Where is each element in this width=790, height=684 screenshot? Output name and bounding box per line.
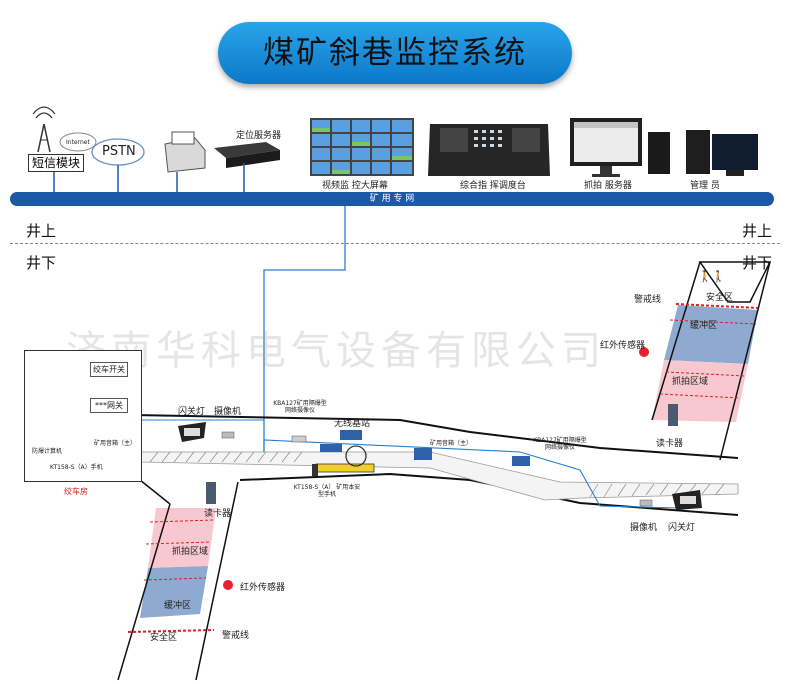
tower-pc-icon — [648, 132, 670, 174]
infrared-sensor-icon — [639, 347, 649, 357]
lower-card-reader-label: 读卡器 — [204, 509, 232, 519]
wireless-base-icon — [340, 430, 362, 440]
network-camera-right-label: KBA127矿用隔爆型 网络摄像仪 — [533, 437, 587, 451]
network-camera-icon — [291, 435, 307, 443]
positioning-server-label: 定位服务器 — [236, 131, 282, 141]
speaker-mid-label: 矿用音箱（主） — [430, 440, 473, 447]
level-above-left: 井上 — [26, 222, 57, 240]
dispatch-console-icon — [428, 124, 550, 176]
upper-buffer-zone-label: 缓冲区 — [690, 321, 718, 331]
admin-computer-icon — [686, 130, 758, 176]
phone-device-icon — [320, 444, 342, 452]
level-below-left: 井下 — [26, 254, 57, 272]
bus-label: 矿 用 专 网 — [369, 194, 415, 204]
winch-room-name: 绞车房 — [64, 487, 88, 496]
flash-light-icon — [672, 490, 702, 510]
network-camera-icon — [512, 456, 530, 466]
upper-safe-zone-label: 安全区 — [706, 293, 734, 303]
printer-icon — [164, 131, 206, 192]
page-title: 煤矿斜巷监控系统 — [263, 35, 527, 71]
svg-text:🚶🚶: 🚶🚶 — [698, 270, 725, 283]
lower-infrared-label: 红外传感器 — [240, 583, 286, 593]
card-reader-icon — [668, 404, 678, 426]
capture-server-label: 抓拍 服务器 — [584, 181, 632, 191]
internet-cloud-icon — [59, 132, 97, 152]
level-above-right: 井上 — [742, 222, 773, 240]
flash-light-left-label: 闪关灯 — [178, 407, 206, 417]
video-wall-icon — [310, 118, 414, 176]
video-wall-label: 视频监 控大屏幕 — [322, 181, 388, 191]
camera-right-label: 摄像机 — [630, 523, 658, 533]
ground-divider — [10, 243, 780, 244]
lower-warning-line-label: 警戒线 — [222, 631, 250, 641]
upper-slope — [651, 261, 772, 461]
speaker-main-label: 矿用音箱（主） — [94, 440, 137, 447]
gateway-box: ***网关 — [90, 398, 128, 413]
explosion-proof-pc-label: 防爆计算机 — [32, 448, 63, 455]
watermark: 济南华科电气设备有限公司 — [66, 328, 606, 374]
lower-safe-zone-label: 安全区 — [150, 633, 178, 643]
monitor-icon — [570, 118, 642, 177]
lower-buffer-zone-label: 缓冲区 — [164, 601, 192, 611]
upper-infrared-label: 红外传感器 — [600, 341, 646, 351]
flash-light-icon — [178, 422, 206, 442]
dispatch-console-label: 综合指 挥调度台 — [460, 181, 526, 191]
speaker-icon — [414, 448, 432, 460]
level-below-right: 井下 — [742, 254, 773, 272]
upper-capture-zone-label: 抓拍区域 — [672, 377, 709, 387]
lower-capture-zone-label: 抓拍区域 — [172, 547, 209, 557]
title-banner: 煤矿斜巷监控系统 — [218, 22, 572, 84]
admin-label: 管理 员 — [690, 181, 720, 191]
internet-label: Internet — [66, 139, 90, 146]
flash-light-right-label: 闪关灯 — [668, 523, 696, 533]
mine-network-bus: 矿 用 专 网 — [10, 192, 774, 206]
pstn-label: PSTN — [102, 144, 136, 159]
server-icon — [214, 142, 280, 192]
wireless-base-label: 无线基站 — [334, 419, 371, 429]
rail-track — [139, 451, 739, 501]
network-camera-left-label: KBA127矿用隔爆型 网络摄像仪 — [273, 400, 327, 414]
antenna-icon — [32, 106, 56, 153]
kt-device-label: KT158-S（A） 矿用本安型手机 — [293, 484, 361, 498]
mine-cart-icon — [312, 445, 375, 476]
people-icon: 🚶🚶 — [698, 270, 725, 283]
lower-slope — [117, 479, 239, 681]
sms-module-label: 短信模块 — [28, 154, 85, 172]
card-reader-icon — [206, 482, 216, 504]
upper-card-reader-label: 读卡器 — [656, 439, 684, 449]
handset-label: KT158-S（A）手机 — [50, 464, 103, 471]
camera-icon — [639, 499, 653, 507]
upper-warning-line-label: 警戒线 — [634, 295, 662, 305]
camera-icon — [221, 431, 235, 439]
infrared-sensor-icon — [223, 580, 233, 590]
winch-switch-box: 绞车开关 — [90, 362, 128, 377]
camera-left-label: 摄像机 — [214, 407, 242, 417]
